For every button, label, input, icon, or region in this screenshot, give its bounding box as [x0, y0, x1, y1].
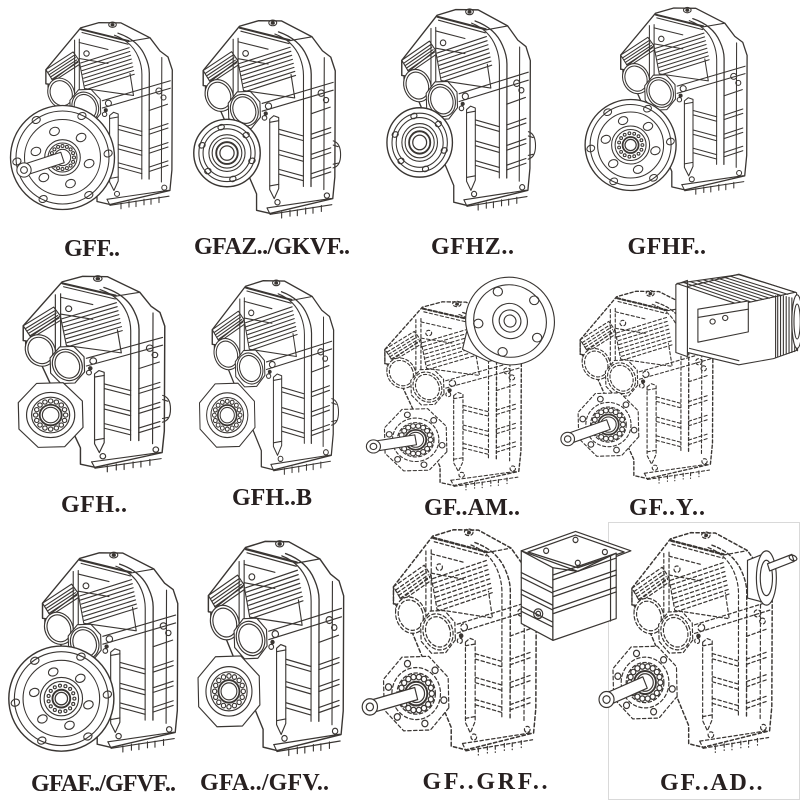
svg-text:GF..AD..: GF..AD..	[660, 770, 763, 796]
svg-text:GF..AM..: GF..AM..	[424, 495, 520, 521]
svg-text:GFF..: GFF..	[64, 236, 120, 262]
svg-text:GFA../GFV..: GFA../GFV..	[200, 770, 329, 796]
svg-text:GFH..: GFH..	[61, 492, 127, 518]
svg-text:GFH..B: GFH..B	[232, 485, 312, 511]
svg-text:GFHF..: GFHF..	[628, 234, 707, 260]
svg-text:GF..Y..: GF..Y..	[629, 495, 705, 521]
svg-text:GFAF../GFVF..: GFAF../GFVF..	[31, 771, 176, 797]
svg-text:GFAZ../GKVF..: GFAZ../GKVF..	[194, 234, 350, 260]
svg-text:GF..GRF..: GF..GRF..	[423, 769, 548, 795]
svg-text:GFHZ..: GFHZ..	[431, 234, 514, 260]
